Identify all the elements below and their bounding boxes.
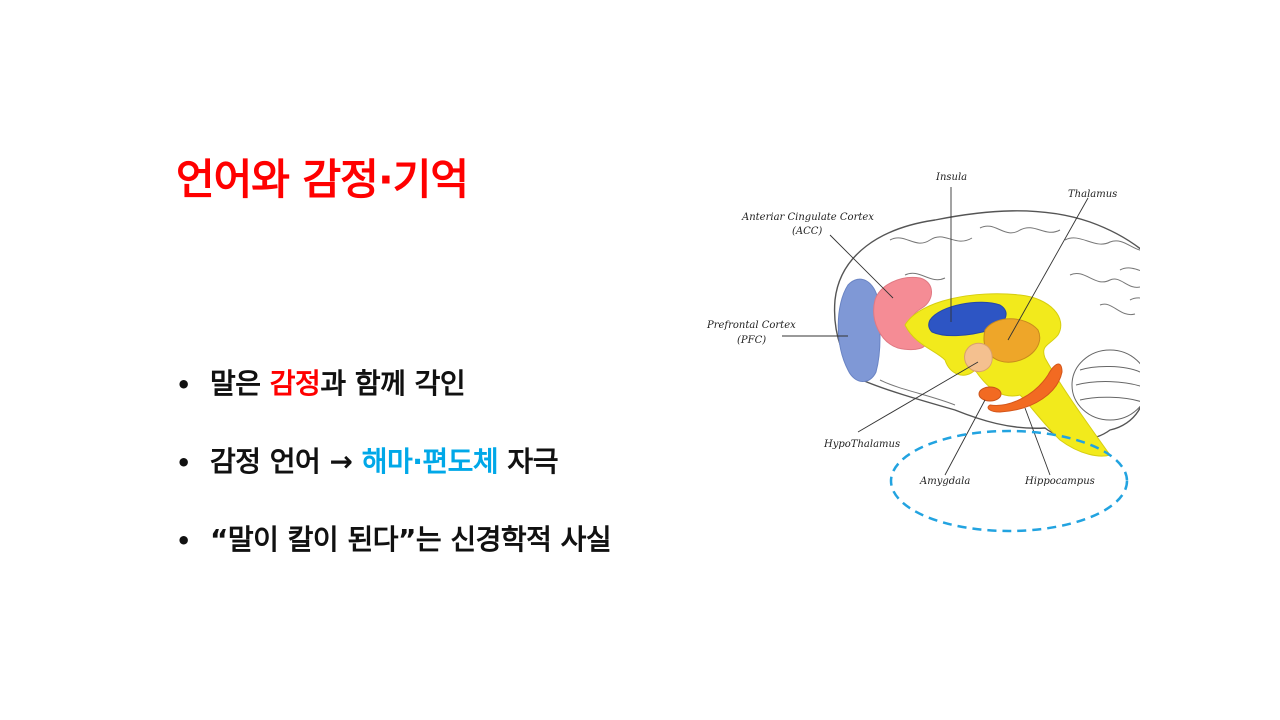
pfc-region (837, 278, 881, 382)
brain-gyri (879, 225, 1140, 406)
brain-diagram: Insula Thalamus Anteriar Cingulate Corte… (706, 172, 1140, 533)
highlight-ellipse (889, 429, 1129, 533)
bullet-2-text-a: 감정 언어 → (210, 445, 362, 478)
slide-title: 언어와 감정·기억 (176, 155, 469, 204)
insula-label: Insula (935, 172, 967, 183)
hypothalamus-label: HypoThalamus (823, 439, 900, 450)
bullet-dot-icon: • (176, 371, 191, 399)
bullet-item-1: • 말은 감정과 함께 각인 (176, 362, 611, 402)
acc-label-line2: (ACC) (792, 226, 822, 237)
bullet-1-text-b: 과 함께 각인 (320, 367, 466, 400)
hippocampus-region (987, 363, 1063, 413)
bullet-3-text: “말이 칼이 된다”는 신경학적 사실 (210, 523, 612, 556)
thalamus-label: Thalamus (1068, 189, 1117, 200)
bullet-2-highlight: 해마·편도체 (361, 445, 499, 478)
cerebellum (1071, 349, 1140, 421)
hypothalamus-region (964, 342, 993, 373)
bullet-item-3: • “말이 칼이 된다”는 신경학적 사실 (176, 518, 612, 558)
bullet-dot-icon: • (176, 527, 191, 555)
bullet-1-highlight: 감정 (269, 367, 321, 400)
pfc-label-line1: Prefrontal Cortex (706, 320, 796, 331)
leader-lines (782, 187, 1089, 476)
pfc-label-line2: (PFC) (737, 335, 766, 346)
amygdala-region (978, 386, 1002, 402)
bullet-1-text-a: 말은 (210, 367, 270, 400)
bullet-list: • 말은 감정과 함께 각인 • 감정 언어 → 해마·편도체 자극 • “말이 칼이… (176, 362, 612, 596)
acc-label-line1: Anteriar Cingulate Cortex (741, 212, 874, 223)
amygdala-label: Amygdala (919, 476, 970, 487)
hippocampus-label: Hippocampus (1024, 476, 1095, 487)
bullet-item-2: • 감정 언어 → 해마·편도체 자극 (176, 440, 611, 480)
bullet-2-text-b: 자극 (498, 445, 558, 478)
bullet-dot-icon: • (176, 449, 191, 477)
